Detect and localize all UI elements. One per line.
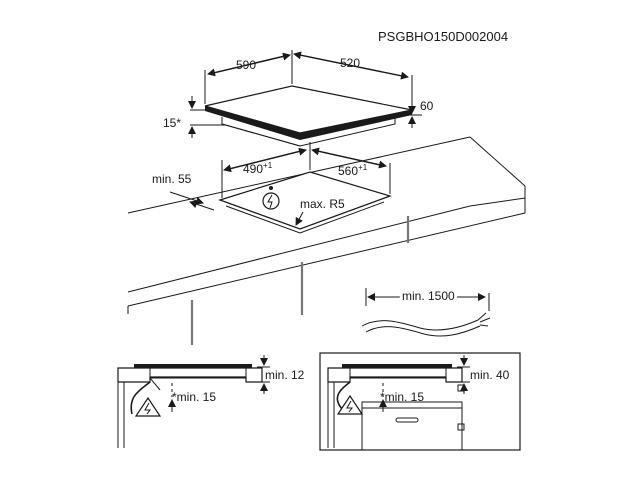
radius-label: max. R5 [300, 197, 345, 211]
right-clearance-bottom-label: *min. 15 [380, 390, 424, 404]
cutout-width-label: 490+1 [243, 161, 273, 176]
right-section: min. 40 *min. 15 [319, 352, 521, 451]
hob-drawing: 590 520 60 15* [163, 50, 434, 147]
left-clearance-bottom-label: *min. 15 [172, 390, 216, 404]
worktop-drawing: 490+1 560+1 min. 55 max. R5 [127, 136, 526, 345]
warning-electric-icon [262, 186, 280, 210]
min-edge-label: min. 55 [152, 172, 192, 186]
left-clearance-top-label: min. 12 [265, 368, 305, 382]
bolt-warning-icon [134, 396, 162, 417]
cable-drawing: min. 1500 [361, 286, 491, 337]
hob-width-label: 590 [236, 58, 256, 72]
cutout-depth-label: 560+1 [338, 163, 368, 178]
left-section: min. 12 *min. 15 [117, 355, 305, 448]
cable-length-label: min. 1500 [402, 289, 455, 303]
hob-tilt-label: 15* [163, 116, 181, 130]
right-clearance-top-label: min. 40 [470, 368, 510, 382]
hob-height-label: 60 [420, 99, 434, 113]
hob-depth-label: 520 [340, 56, 360, 70]
product-code: PSGBHO150D002004 [378, 29, 508, 44]
